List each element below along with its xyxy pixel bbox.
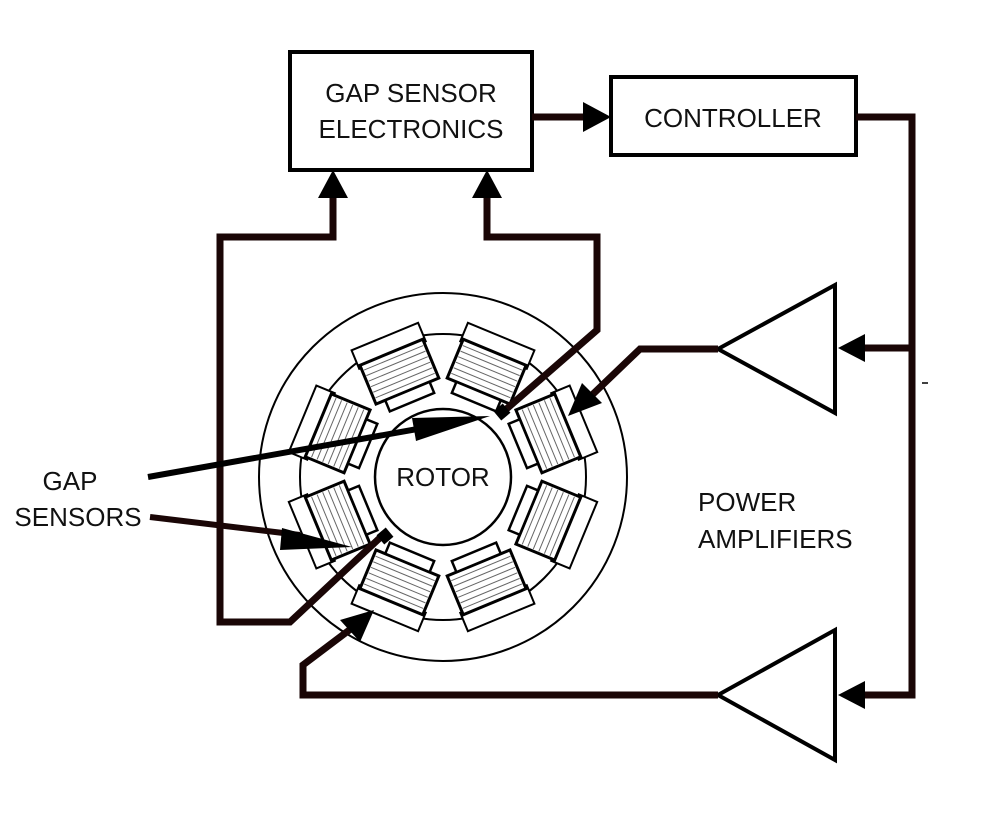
rotor-label: ROTOR bbox=[396, 462, 489, 492]
arrow-to-lower-amp bbox=[838, 681, 865, 709]
arrow-sensor-to-gse-right bbox=[472, 170, 502, 198]
gap-sensor-electronics-block: GAP SENSOR ELECTRONICS bbox=[288, 50, 534, 172]
stator-pole bbox=[350, 541, 441, 633]
stator-pole bbox=[507, 479, 599, 570]
controller-block: CONTROLLER bbox=[609, 75, 858, 157]
gap-sensor-pointer-lower bbox=[280, 528, 352, 550]
power-amplifiers-label-line1: POWER bbox=[698, 487, 796, 517]
stator-pole bbox=[287, 479, 379, 570]
stator-pole bbox=[350, 321, 441, 413]
gap-sensor-pointer-upper bbox=[412, 416, 490, 441]
stator-outer-circle bbox=[258, 292, 628, 662]
stator-pole bbox=[287, 384, 379, 475]
stator-pole bbox=[507, 384, 599, 475]
stator-pole bbox=[445, 321, 536, 413]
arrow-sensor-to-gse-left bbox=[318, 170, 348, 198]
arrow-lower-amp-to-coil bbox=[340, 610, 374, 642]
stator-pole bbox=[445, 541, 536, 633]
gap-sensors-label-line1: GAP bbox=[43, 466, 98, 496]
wires bbox=[147, 102, 928, 709]
rotor bbox=[373, 407, 513, 547]
arrow-upper-amp-to-coil bbox=[568, 383, 602, 416]
gse-label-line1: GAP SENSOR bbox=[325, 78, 496, 108]
gse-label-line2: ELECTRONICS bbox=[319, 114, 504, 144]
power-amplifier-upper bbox=[713, 281, 837, 417]
arrow-to-upper-amp bbox=[838, 334, 865, 362]
controller-label: CONTROLLER bbox=[644, 103, 822, 133]
arrow-to-controller bbox=[583, 102, 611, 132]
power-amplifiers-label-line2: AMPLIFIERS bbox=[698, 524, 853, 554]
gap-sensors-label-line2: SENSORS bbox=[14, 502, 141, 532]
power-amplifier-lower bbox=[713, 626, 837, 764]
